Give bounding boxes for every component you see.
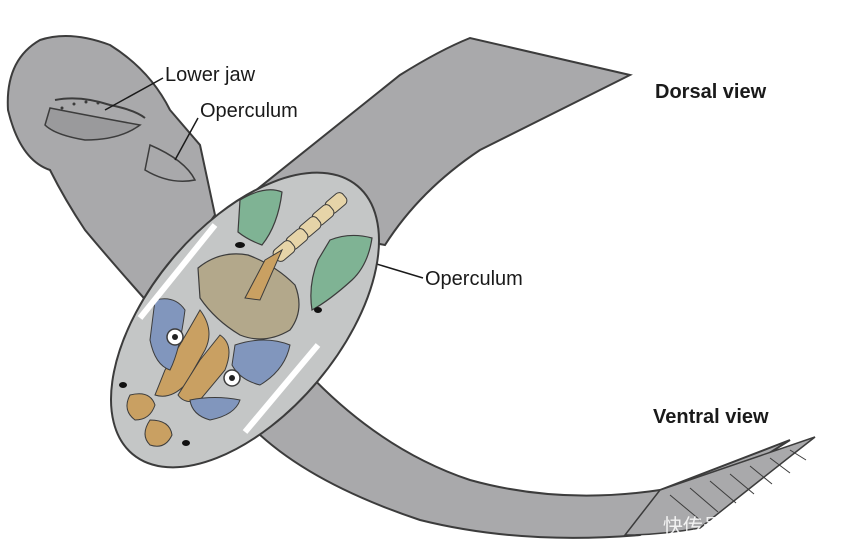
leader-operculum-right xyxy=(369,261,424,279)
label-lower-jaw: Lower jaw xyxy=(165,64,256,86)
label-dorsal-view: Dorsal view xyxy=(655,81,767,103)
lower-jaw-shape xyxy=(44,107,142,141)
label-operculum-right: Operculum xyxy=(425,268,523,290)
orange-bones xyxy=(126,248,284,447)
tail-fin xyxy=(623,436,816,536)
jaw-dots xyxy=(60,100,100,110)
watermark: 快传号 / xyxy=(662,514,736,538)
operculum-right xyxy=(310,234,373,311)
gap-upper xyxy=(137,223,218,320)
operculum-flap xyxy=(144,143,197,182)
label-operculum-top: Operculum xyxy=(200,100,298,122)
eye-right xyxy=(223,369,241,387)
leader-operculum-top xyxy=(174,117,199,161)
label-ventral-view: Ventral view xyxy=(653,406,769,428)
operculum-left xyxy=(237,189,283,246)
leader-lower-jaw xyxy=(104,77,164,111)
tail-fin-rays xyxy=(669,449,807,521)
eye-left xyxy=(166,328,184,346)
sensory-pores xyxy=(119,242,322,446)
gap-lower xyxy=(242,343,321,434)
head-outline xyxy=(6,35,217,307)
mouth-line xyxy=(54,97,146,119)
